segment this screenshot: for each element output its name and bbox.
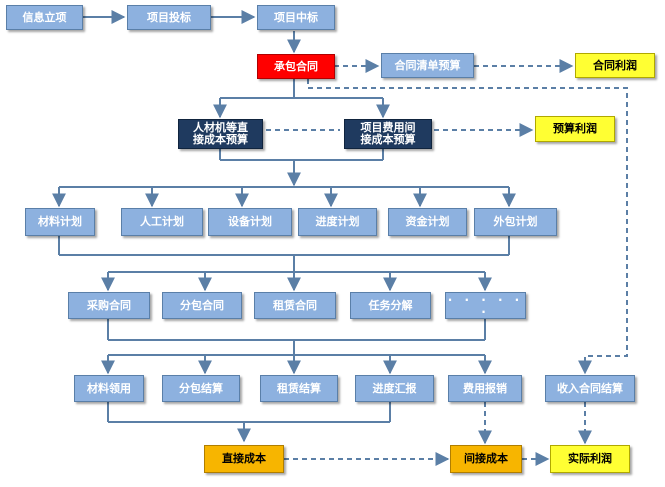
node-actual-profit: 实际利润 xyxy=(550,445,630,473)
node-project-bid: 项目投标 xyxy=(127,5,211,30)
node-lease-contract: 租赁合同 xyxy=(254,292,336,319)
node-project-win: 项目中标 xyxy=(257,5,335,30)
node-subcontract-settlement: 分包结算 xyxy=(162,375,240,402)
node-indirect-cost: 间接成本 xyxy=(450,445,522,473)
node-outsource-plan: 外包计划 xyxy=(474,208,557,236)
node-more: · · · · · · xyxy=(445,292,526,319)
node-subcontract: 分包合同 xyxy=(162,292,242,319)
dash-contract-income xyxy=(307,79,628,375)
node-fund-plan: 资金计划 xyxy=(388,208,467,236)
node-progress-report: 进度汇报 xyxy=(355,375,434,402)
node-contract: 承包合同 xyxy=(257,54,335,79)
node-lease-settlement: 租赁结算 xyxy=(260,375,338,402)
node-contract-budget: 合同清单预算 xyxy=(381,53,474,78)
node-direct-cost-budget: 人材机等直 接成本预算 xyxy=(178,119,263,149)
node-task-breakdown: 任务分解 xyxy=(350,292,431,319)
node-schedule-plan: 进度计划 xyxy=(298,208,377,236)
node-material-use: 材料领用 xyxy=(74,375,144,402)
node-budget-profit: 预算利润 xyxy=(535,116,615,142)
node-material-plan: 材料计划 xyxy=(25,208,95,236)
node-expense-claim: 费用报销 xyxy=(448,375,522,402)
node-purchase-contract: 采购合同 xyxy=(68,292,150,319)
node-direct-cost: 直接成本 xyxy=(204,445,284,473)
node-contract-profit: 合同利润 xyxy=(575,53,655,78)
node-labor-plan: 人工计划 xyxy=(121,208,203,236)
node-indirect-cost-budget: 项目费用间 接成本预算 xyxy=(344,119,432,149)
node-equipment-plan: 设备计划 xyxy=(208,208,292,236)
node-info-project: 信息立项 xyxy=(6,5,83,30)
node-income-settlement: 收入合同结算 xyxy=(545,375,635,402)
